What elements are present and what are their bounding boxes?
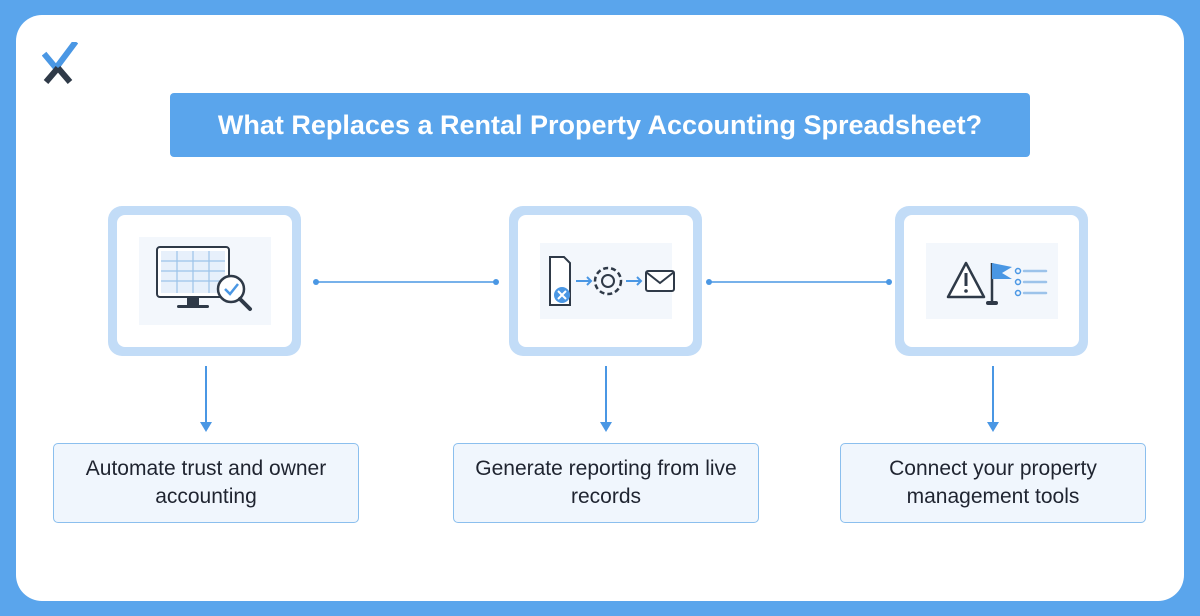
step-3-card [895, 206, 1088, 356]
arrow-down-1-icon [200, 366, 212, 432]
step-3-icon-panel [904, 215, 1079, 347]
step-2-icon-panel [518, 215, 693, 347]
monitor-spreadsheet-magnifier-icon [139, 237, 271, 325]
step-3-label: Connect your property management tools [889, 457, 1097, 508]
step-2-label-box: Generate reporting from live records [453, 443, 759, 523]
step-1-label: Automate trust and owner accounting [85, 457, 327, 508]
x-check-logo-icon [42, 42, 78, 84]
warning-flag-list-icon [926, 243, 1058, 319]
step-3-label-box: Connect your property management tools [840, 443, 1146, 523]
document-gear-envelope-icon [540, 243, 675, 319]
title-banner: What Replaces a Rental Property Accounti… [170, 93, 1030, 157]
connector-2-3 [706, 279, 892, 285]
step-1-card [108, 206, 301, 356]
step-1-label-box: Automate trust and owner accounting [53, 443, 359, 523]
step-1-icon-panel [117, 215, 292, 347]
arrow-down-3-icon [987, 366, 999, 432]
connector-1-2 [313, 279, 499, 285]
step-2-card [509, 206, 702, 356]
step-2-label: Generate reporting from live records [475, 457, 737, 508]
diagram-title: What Replaces a Rental Property Accounti… [217, 109, 983, 140]
arrow-down-2-icon [600, 366, 612, 432]
